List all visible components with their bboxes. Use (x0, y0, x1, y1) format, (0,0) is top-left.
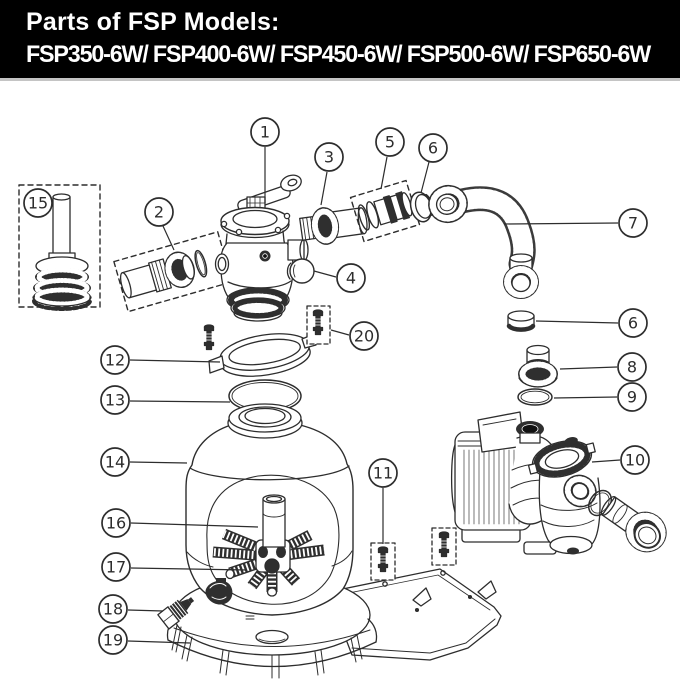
callout-number-20: 20 (354, 327, 374, 346)
callout-number-12: 12 (105, 351, 125, 370)
callout-number-8: 8 (627, 358, 637, 377)
part-16-standpipe (262, 494, 286, 548)
callout-10: 10 (591, 445, 650, 475)
callout-number-17: 17 (106, 558, 126, 577)
callout-5: 5 (375, 127, 405, 190)
callout-17: 17 (101, 552, 248, 582)
callout-16: 16 (101, 508, 259, 538)
callout-number-3: 3 (324, 148, 334, 167)
tank-drain-elbow (205, 578, 233, 605)
part-12-clamp-ring (203, 324, 317, 377)
callout-14: 14 (100, 447, 188, 477)
leader-line-6 (420, 161, 430, 194)
leader-line-6 (535, 320, 619, 324)
callout-number-18: 18 (103, 600, 123, 619)
leader-line-3 (320, 171, 328, 206)
part-6-cap (506, 310, 536, 332)
model-list: FSP350-6W/ FSP400-6W/ FSP450-6W/ FSP500-… (26, 41, 651, 68)
callout-number-19: 19 (103, 631, 123, 650)
callout-number-6: 6 (428, 139, 438, 158)
page-title: Parts of FSP Models: (26, 8, 280, 36)
callout-8: 8 (559, 352, 647, 382)
leader-line-19 (127, 640, 191, 644)
part-18-drain-plug (157, 597, 195, 630)
leader-line-7 (503, 222, 619, 225)
callout-12: 12 (100, 345, 221, 375)
callout-7: 7 (503, 208, 648, 238)
part-10-pump (450, 411, 601, 555)
leader-line-13 (129, 400, 231, 403)
part-7-hose (428, 184, 539, 299)
callout-number-15: 15 (28, 194, 48, 213)
part-3-union-fitting (299, 207, 368, 245)
part-17-laterals (212, 528, 325, 597)
leader-line-17 (130, 567, 248, 571)
leader-line-9 (553, 396, 618, 399)
leader-line-18 (127, 609, 164, 612)
callout-15: 15 (23, 188, 53, 218)
leader-line-14 (129, 461, 188, 464)
callout-13: 13 (100, 385, 231, 415)
callout-number-16: 16 (106, 514, 126, 533)
callout-number-7: 7 (628, 214, 638, 233)
part-2-union-adapter (113, 231, 233, 313)
callout-9: 9 (553, 382, 647, 412)
callout-number-14: 14 (105, 453, 125, 472)
part-11-base-plate-screws (327, 527, 502, 661)
callout-number-4: 4 (346, 269, 356, 288)
callout-18: 18 (98, 594, 164, 624)
callout-number-6: 6 (628, 314, 638, 333)
tank-neck (227, 403, 303, 439)
leader-line-12 (129, 359, 221, 363)
leader-line-8 (559, 366, 618, 370)
leader-line-16 (130, 522, 259, 528)
callout-number-9: 9 (627, 388, 637, 407)
title-bar: Parts of FSP Models: FSP350-6W/ FSP400-6… (0, 0, 680, 81)
pump-union-assembly (587, 489, 667, 553)
callout-number-11: 11 (373, 464, 393, 483)
leader-line-5 (380, 156, 388, 190)
leader-line-2 (162, 225, 175, 251)
callout-3: 3 (314, 142, 344, 206)
callout-number-13: 13 (105, 391, 125, 410)
callout-2: 2 (144, 197, 175, 251)
leader-line-10 (591, 459, 621, 463)
callout-11: 11 (368, 458, 398, 544)
leader-line-20 (330, 329, 350, 336)
callout-20: 20 (330, 321, 379, 351)
callout-1: 1 (250, 117, 280, 203)
leader-line-4 (313, 270, 337, 278)
callout-6: 6 (418, 133, 448, 194)
callout-19: 19 (98, 625, 191, 655)
part-15-standpipe-strainer (18, 184, 101, 311)
callout-number-5: 5 (385, 133, 395, 152)
callout-number-1: 1 (260, 123, 270, 142)
callout-4: 4 (313, 263, 366, 293)
callout-number-2: 2 (154, 203, 164, 222)
part-20-bolt (306, 305, 331, 345)
part-9-oring (517, 388, 553, 406)
part-1-multiport-valve (214, 174, 309, 322)
callout-6: 6 (535, 308, 648, 338)
part-8-union-half (518, 344, 558, 388)
callout-number-10: 10 (625, 451, 645, 470)
